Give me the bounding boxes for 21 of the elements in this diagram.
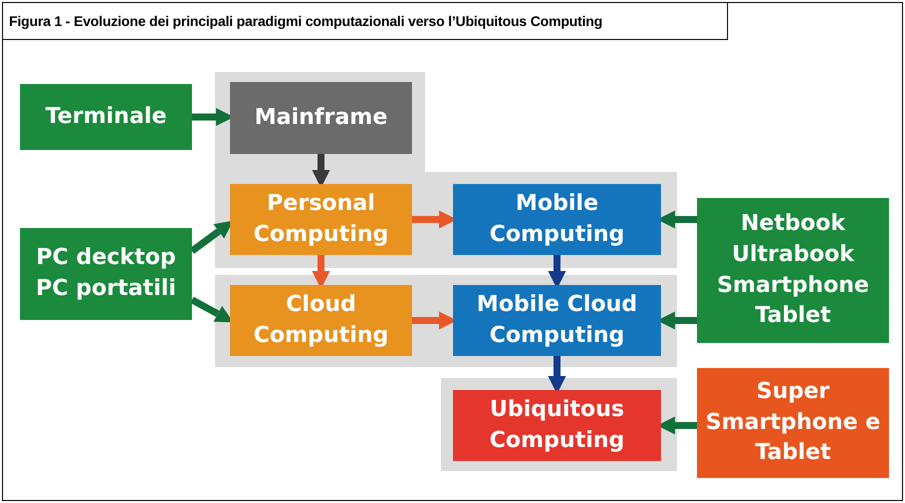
node-label: Personal Computing: [252, 190, 390, 248]
node-label: Terminale: [45, 102, 167, 131]
node-label: Mainframe: [254, 104, 388, 132]
figure-title: Figura 1 - Evoluzione dei principali paradigmi computazionali verso l’Ubiquitous Computing: [2, 2, 728, 40]
process-box: [230, 184, 412, 255]
node-label: Mobile Computing: [488, 190, 626, 248]
process-box: [697, 198, 889, 343]
process-box: [20, 228, 192, 320]
node-label: Cloud Computing: [252, 290, 390, 350]
node-label: Super Smartphone e Tablet: [704, 378, 882, 468]
node-label: Ubiquitous Computing: [488, 396, 626, 454]
node-label: Netbook Ultrabook Smartphone Tablet: [716, 210, 870, 330]
process-box: [453, 184, 661, 255]
process-box: [230, 82, 412, 154]
node-label: Mobile Cloud Computing: [476, 290, 638, 350]
node-label: PC decktop PC portatili: [34, 244, 178, 303]
process-box: [453, 390, 661, 461]
process-box: [453, 285, 661, 356]
process-box: [697, 368, 889, 478]
process-box: [20, 84, 192, 150]
process-box: [230, 285, 412, 356]
